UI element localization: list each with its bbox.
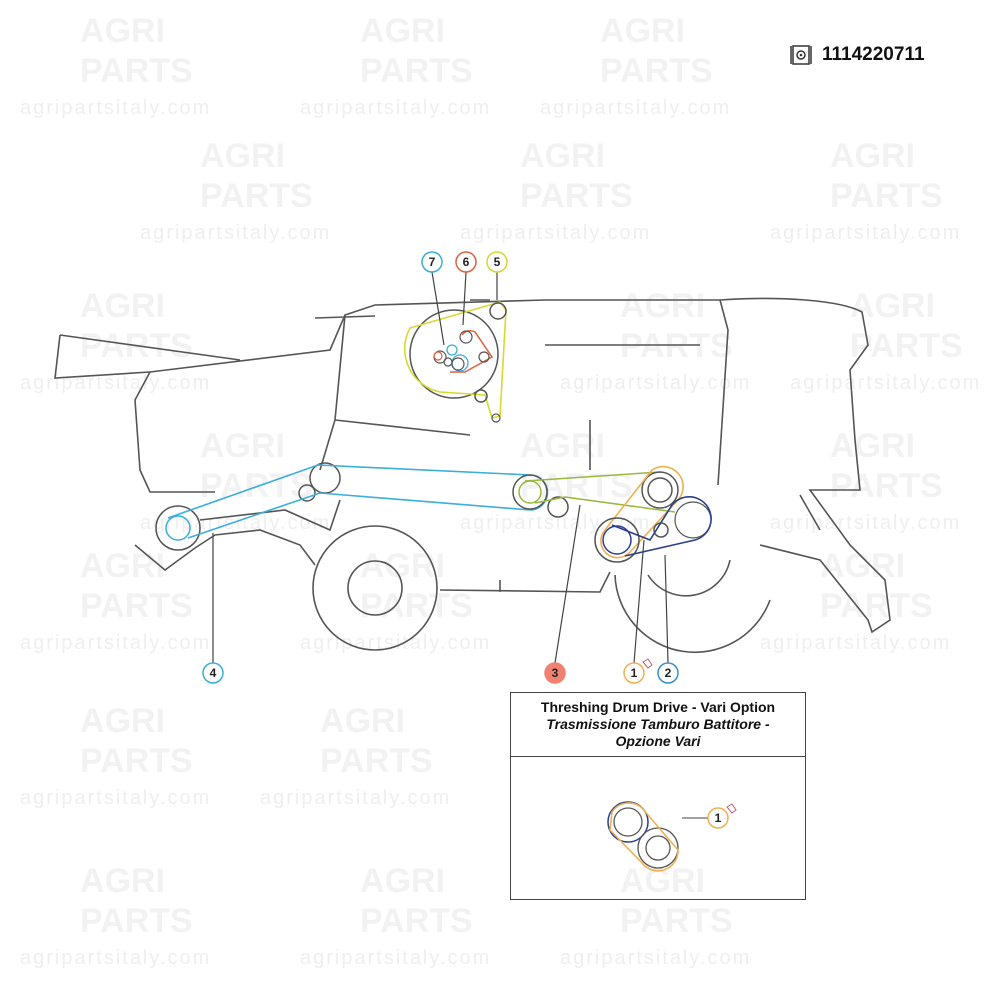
watermark-brand: PARTS <box>820 587 933 625</box>
watermark-url: agripartsitaly.com <box>300 97 491 119</box>
watermark-url: agripartsitaly.com <box>560 372 751 394</box>
watermark-brand: PARTS <box>80 742 193 780</box>
part-number-text: 1114220711 <box>822 44 925 65</box>
watermark-url: agripartsitaly.com <box>770 512 961 534</box>
watermark-brand: AGRI <box>360 12 445 50</box>
watermark-brand: PARTS <box>830 467 943 505</box>
watermark-url: agripartsitaly.com <box>20 97 211 119</box>
watermark-brand: PARTS <box>620 902 733 940</box>
callout-6[interactable]: 6 <box>455 251 477 273</box>
tag-icon <box>726 803 737 814</box>
watermark-brand: AGRI <box>80 862 165 900</box>
watermark-brand: PARTS <box>830 177 943 215</box>
watermark-brand: PARTS <box>600 52 713 90</box>
svg-text:3: 3 <box>552 666 559 680</box>
leader-lines <box>212 271 669 664</box>
callout-2[interactable]: 2 <box>657 662 679 684</box>
belt-5-6-7 <box>403 301 507 423</box>
callout-3[interactable]: 3 <box>544 662 566 684</box>
watermark-brand: PARTS <box>320 742 433 780</box>
watermark-url: agripartsitaly.com <box>790 372 981 394</box>
watermark-brand: PARTS <box>80 587 193 625</box>
watermark-brand: AGRI <box>200 427 285 465</box>
watermark-url: agripartsitaly.com <box>560 947 751 969</box>
watermark-url: agripartsitaly.com <box>460 222 651 244</box>
watermark-brand: PARTS <box>620 327 733 365</box>
svg-text:5: 5 <box>494 255 501 269</box>
watermark-url: agripartsitaly.com <box>260 787 451 809</box>
watermark-brand: AGRI <box>80 702 165 740</box>
watermark-url: agripartsitaly.com <box>20 947 211 969</box>
belt-3 <box>512 471 679 518</box>
watermark-brand: AGRI <box>830 427 915 465</box>
watermark-brand: AGRI <box>80 12 165 50</box>
watermark-url: agripartsitaly.com <box>20 787 211 809</box>
watermark-url: agripartsitaly.com <box>540 97 731 119</box>
watermark-brand: PARTS <box>360 587 473 625</box>
watermark-brand: AGRI <box>830 137 915 175</box>
legend-header: Threshing Drum Drive - Vari Option Trasm… <box>511 693 805 757</box>
watermark-url: agripartsitaly.com <box>300 947 491 969</box>
belt-1 <box>600 465 684 559</box>
tag-icon <box>642 658 653 669</box>
watermark-brand: PARTS <box>360 52 473 90</box>
legend-subtitle-2: Opzione Vari <box>615 733 701 749</box>
watermark-brand: AGRI <box>850 287 935 325</box>
parts-catalog-icon <box>790 45 812 65</box>
svg-text:4: 4 <box>210 666 217 680</box>
belt-2 <box>594 496 712 563</box>
watermark-brand: AGRI <box>360 862 445 900</box>
callout-5[interactable]: 5 <box>486 251 508 273</box>
watermark-url: agripartsitaly.com <box>770 222 961 244</box>
svg-text:1: 1 <box>715 811 722 825</box>
watermark-brand: AGRI <box>600 12 685 50</box>
watermark-brand: PARTS <box>850 327 963 365</box>
watermark-brand: AGRI <box>360 547 445 585</box>
watermark: AGRI PARTS agripartsitaly.com AGRI PARTS… <box>20 12 981 969</box>
legend-callout-1[interactable]: 1 <box>707 803 737 829</box>
watermark-brand: AGRI <box>200 137 285 175</box>
watermark-brand: AGRI <box>320 702 405 740</box>
svg-text:6: 6 <box>463 255 470 269</box>
callout-1[interactable]: 1 <box>623 658 653 684</box>
callout-4[interactable]: 4 <box>202 662 224 684</box>
legend-diagram <box>607 801 708 872</box>
watermark-brand: AGRI <box>520 137 605 175</box>
watermark-brand: PARTS <box>200 177 313 215</box>
watermark-url: agripartsitaly.com <box>140 512 331 534</box>
watermark-brand: PARTS <box>360 902 473 940</box>
watermark-brand: PARTS <box>80 902 193 940</box>
svg-text:2: 2 <box>665 666 672 680</box>
legend-subtitle-1: Trasmissione Tamburo Battitore - <box>546 716 770 732</box>
watermark-brand: PARTS <box>520 177 633 215</box>
watermark-brand: PARTS <box>80 52 193 90</box>
watermark-brand: AGRI <box>620 862 705 900</box>
watermark-brand: AGRI <box>520 427 605 465</box>
watermark-url: agripartsitaly.com <box>20 632 211 654</box>
watermark-brand: AGRI <box>80 287 165 325</box>
watermark-url: agripartsitaly.com <box>20 372 211 394</box>
watermark-url: agripartsitaly.com <box>300 632 491 654</box>
watermark-url: agripartsitaly.com <box>760 632 951 654</box>
svg-text:1: 1 <box>631 666 638 680</box>
watermark-url: agripartsitaly.com <box>140 222 331 244</box>
harvester-outline <box>54 297 891 654</box>
callout-7[interactable]: 7 <box>421 251 443 273</box>
svg-text:7: 7 <box>429 255 436 269</box>
legend-box: Threshing Drum Drive - Vari Option Trasm… <box>510 692 806 900</box>
watermark-url: agripartsitaly.com <box>460 512 651 534</box>
watermark-brand: AGRI <box>820 547 905 585</box>
part-number: 1114220711 <box>790 44 925 66</box>
watermark-brand: AGRI <box>620 287 705 325</box>
watermark-brand: AGRI <box>80 547 165 585</box>
legend-title: Threshing Drum Drive - Vari Option <box>540 699 776 715</box>
